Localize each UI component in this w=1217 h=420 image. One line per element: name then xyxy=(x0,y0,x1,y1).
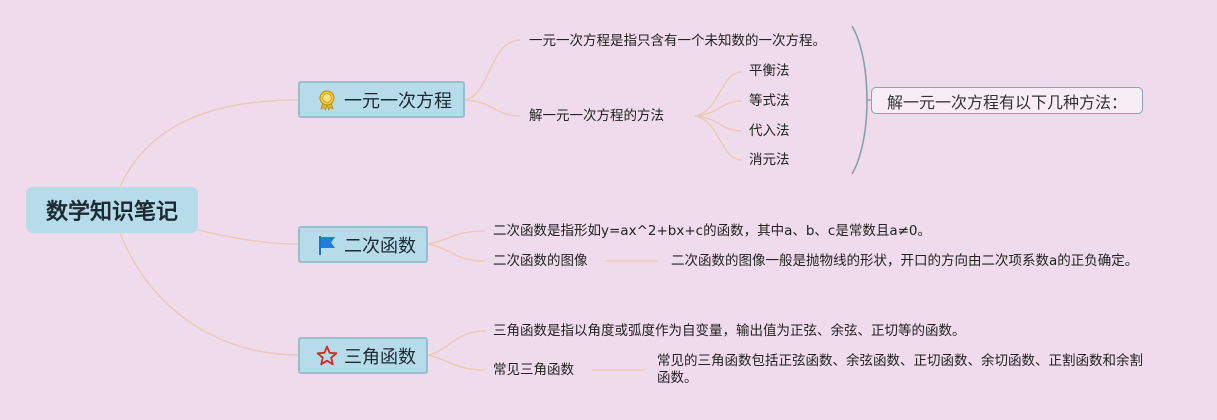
branch-linear-equation[interactable]: 一元一次方程 xyxy=(298,81,465,118)
connector-b3-leaf2 xyxy=(427,354,486,371)
connector-b2-leaf1 xyxy=(427,230,486,245)
branch-quadratic-function-label: 二次函数 xyxy=(344,235,416,257)
leaf-common-trig-detail[interactable]: 常见的三角函数包括正弦函数、余弦函数、正切函数、余切函数、正割函数和余割函数。 xyxy=(657,353,1143,386)
leaf-method-elimination[interactable]: 消元法 xyxy=(749,152,790,168)
branch-trig-function-label: 三角函数 xyxy=(344,346,416,368)
connector-root-branch2 xyxy=(197,229,299,245)
connector-b1-leaf1 xyxy=(464,39,521,101)
leaf-quadratic-graph[interactable]: 二次函数的图像 xyxy=(493,253,588,269)
connector-b1-leaf2 xyxy=(464,99,521,117)
connector-b3-leaf1 xyxy=(427,330,486,356)
award-ribbon-icon xyxy=(316,89,338,111)
connector-b1-method2 xyxy=(694,100,743,117)
leaf-trig-definition[interactable]: 三角函数是指以角度或弧度作为自变量，输出值为正弦、余弦、正切等的函数。 xyxy=(493,323,966,339)
leaf-quadratic-graph-detail[interactable]: 二次函数的图像一般是抛物线的形状，开口的方向由二次项系数a的正负确定。 xyxy=(671,253,1139,269)
branch-linear-equation-label: 一元一次方程 xyxy=(344,90,452,112)
branch-quadratic-function[interactable]: 二次函数 xyxy=(298,226,428,263)
connector-b1-method4 xyxy=(694,115,743,161)
root-topic[interactable]: 数学知识笔记 xyxy=(26,187,198,233)
connector-b1-method1 xyxy=(694,71,743,117)
leaf-quadratic-definition[interactable]: 二次函数是指形如y=ax^2+bx+c的函数，其中a、b、c是常数且a≠0。 xyxy=(493,223,932,239)
flag-icon xyxy=(316,234,338,256)
leaf-linear-equation-methods[interactable]: 解一元一次方程的方法 xyxy=(529,108,664,124)
connector-root-branch1 xyxy=(119,99,299,188)
leaf-linear-equation-definition[interactable]: 一元一次方程是指只含有一个未知数的一次方程。 xyxy=(529,33,826,49)
summary-brace xyxy=(851,25,868,175)
root-topic-label: 数学知识笔记 xyxy=(45,200,178,225)
summary-methods[interactable]: 解一元一次方程有以下几种方法： xyxy=(871,87,1143,114)
leaf-method-balance[interactable]: 平衡法 xyxy=(749,63,790,79)
connector-root-branch3 xyxy=(119,232,299,356)
branch-trig-function[interactable]: 三角函数 xyxy=(298,337,428,374)
leaf-method-substitution[interactable]: 代入法 xyxy=(749,123,790,139)
leaf-common-trig[interactable]: 常见三角函数 xyxy=(493,362,574,378)
connector-b1-method3 xyxy=(694,115,743,132)
leaf-method-equation[interactable]: 等式法 xyxy=(749,93,790,109)
star-outline-icon xyxy=(316,345,338,367)
connector-b2-leaf2 xyxy=(427,243,486,262)
